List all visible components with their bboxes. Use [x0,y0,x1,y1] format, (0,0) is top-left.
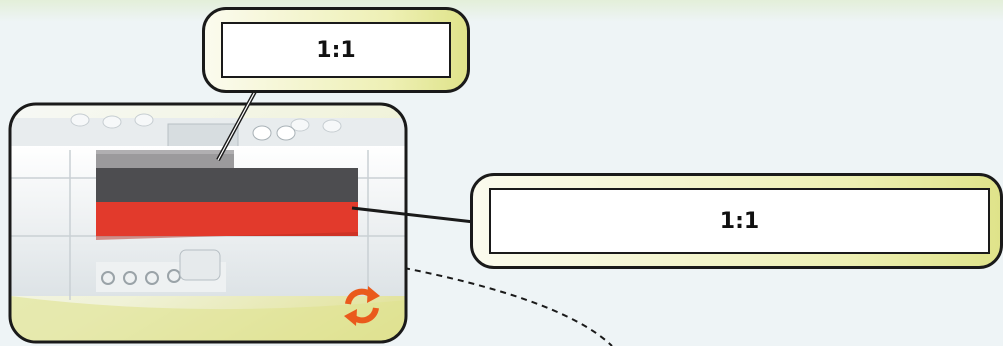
dashed-connector [403,267,613,346]
top-brick-row [10,113,406,149]
ratio-label-right: 1:1 [489,188,990,254]
dark-gray-brick [96,168,358,204]
rotate-arrows-icon [344,286,380,326]
red-brick [96,202,358,236]
right-callout-pointer [351,206,475,224]
inset-panel [8,102,408,344]
ratio-callout-top: 1:1 [202,7,470,93]
ratio-label-top: 1:1 [221,22,451,78]
technic-holes [96,249,226,292]
ratio-callout-right: 1:1 [470,173,1003,269]
